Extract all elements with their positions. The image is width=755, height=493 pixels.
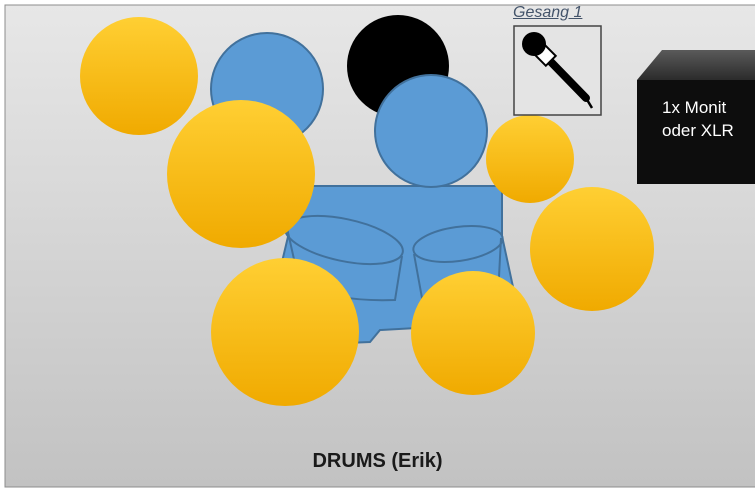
monitor-note-line-2: oder XLR <box>662 121 734 140</box>
mic-label: Gesang 1 <box>513 4 583 21</box>
page-title: DRUMS (Erik) <box>312 450 443 472</box>
cymbal-bottom-center <box>411 271 535 395</box>
tom-drum-right-head <box>412 225 504 263</box>
cymbal-big-left <box>167 100 315 248</box>
cymbal-bottom-left <box>211 258 359 406</box>
cymbal-top-left <box>80 17 198 135</box>
microphone-icon <box>522 32 594 109</box>
tom-center <box>374 74 488 188</box>
monitor-wedge-icon <box>637 50 755 184</box>
monitor-note: 1x Monit oder XLR <box>662 96 755 142</box>
cymbal-small-right <box>486 115 574 203</box>
cymbal-right <box>530 187 654 311</box>
monitor-note-line-1: 1x Monit <box>662 98 727 117</box>
